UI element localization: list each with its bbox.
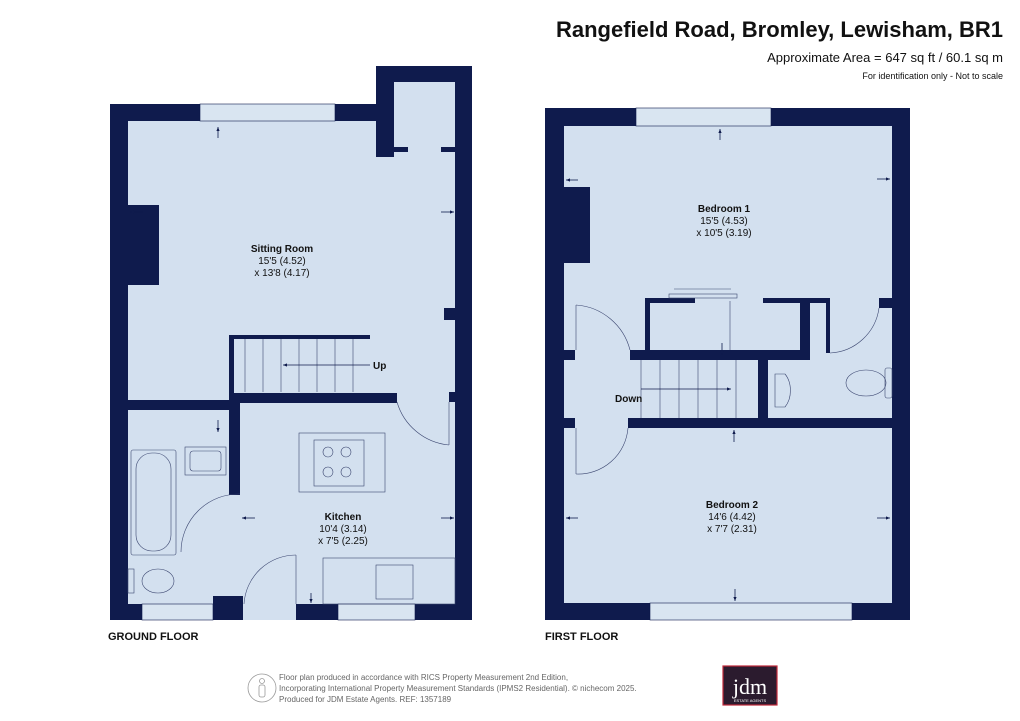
ground-floor-label: GROUND FLOOR [108,631,198,643]
room-dimension: x 13'8 (4.17) [254,268,309,279]
room-dimension: x 10'5 (3.19) [696,228,751,239]
door-swing [575,427,629,475]
stairs-down-label: Down [615,394,642,405]
room-dimension: 10'4 (3.14) [319,524,367,535]
door-swing [396,401,450,446]
approximate-area: Approximate Area = 647 sq ft / 60.1 sq m [767,50,1003,65]
room-dimension: 15'5 (4.52) [258,256,306,267]
room-name-kitchen: Kitchen [325,512,362,523]
staircase [244,339,370,392]
door-swing [243,554,297,605]
footer-text: Floor plan produced in accordance with R… [279,673,568,682]
front-door-opening [243,604,296,620]
room-name-bedroom-2: Bedroom 2 [706,500,759,511]
room-name-sitting-room: Sitting Room [251,244,313,255]
window [337,603,416,621]
scale-disclaimer: For identification only - Not to scale [862,71,1003,81]
toilet [845,369,887,397]
basin [774,373,791,408]
room-dimension: x 7'5 (2.25) [318,536,368,547]
window [141,603,214,621]
room-dimension: 15'5 (4.53) [700,216,748,227]
first-floor-label: FIRST FLOOR [545,631,618,643]
door-swing [575,304,631,351]
kitchen-counter [322,557,456,605]
room-dimension: x 7'7 (2.31) [707,524,757,535]
door-swing [829,307,880,354]
svg-text:jdm: jdm [732,674,767,699]
footer-text: Incorporating International Property Mea… [279,684,637,693]
room-name-bedroom-1: Bedroom 1 [698,204,751,215]
room-dimension: 14'6 (4.42) [708,512,756,523]
worktop [298,432,386,493]
property-title: Rangefield Road, Bromley, Lewisham, BR1 [556,17,1003,42]
svg-text:ESTATE AGENTS: ESTATE AGENTS [734,698,767,703]
kitchen-sink [375,564,414,600]
person-icon [247,673,277,703]
door-swing [180,493,241,553]
basin [184,446,227,476]
stairs-up-label: Up [373,361,386,372]
window [649,602,853,621]
jdm-logo: jdm ESTATE AGENTS [722,665,778,706]
window [635,107,772,127]
ground-floor-plan: Up Sitting Room 15'5 (4.52) x 13'8 (4.17… [110,66,472,621]
sliding-door [668,293,738,299]
staircase [640,360,737,418]
bathtub [130,449,177,556]
toilet [141,568,175,594]
footer-text: Produced for JDM Estate Agents. REF: 135… [279,695,452,704]
first-floor-plan: Down Bedroom 1 15'5 (4.53) x 10'5 (3.19)… [545,107,910,621]
window [199,103,336,122]
hob [313,439,365,487]
